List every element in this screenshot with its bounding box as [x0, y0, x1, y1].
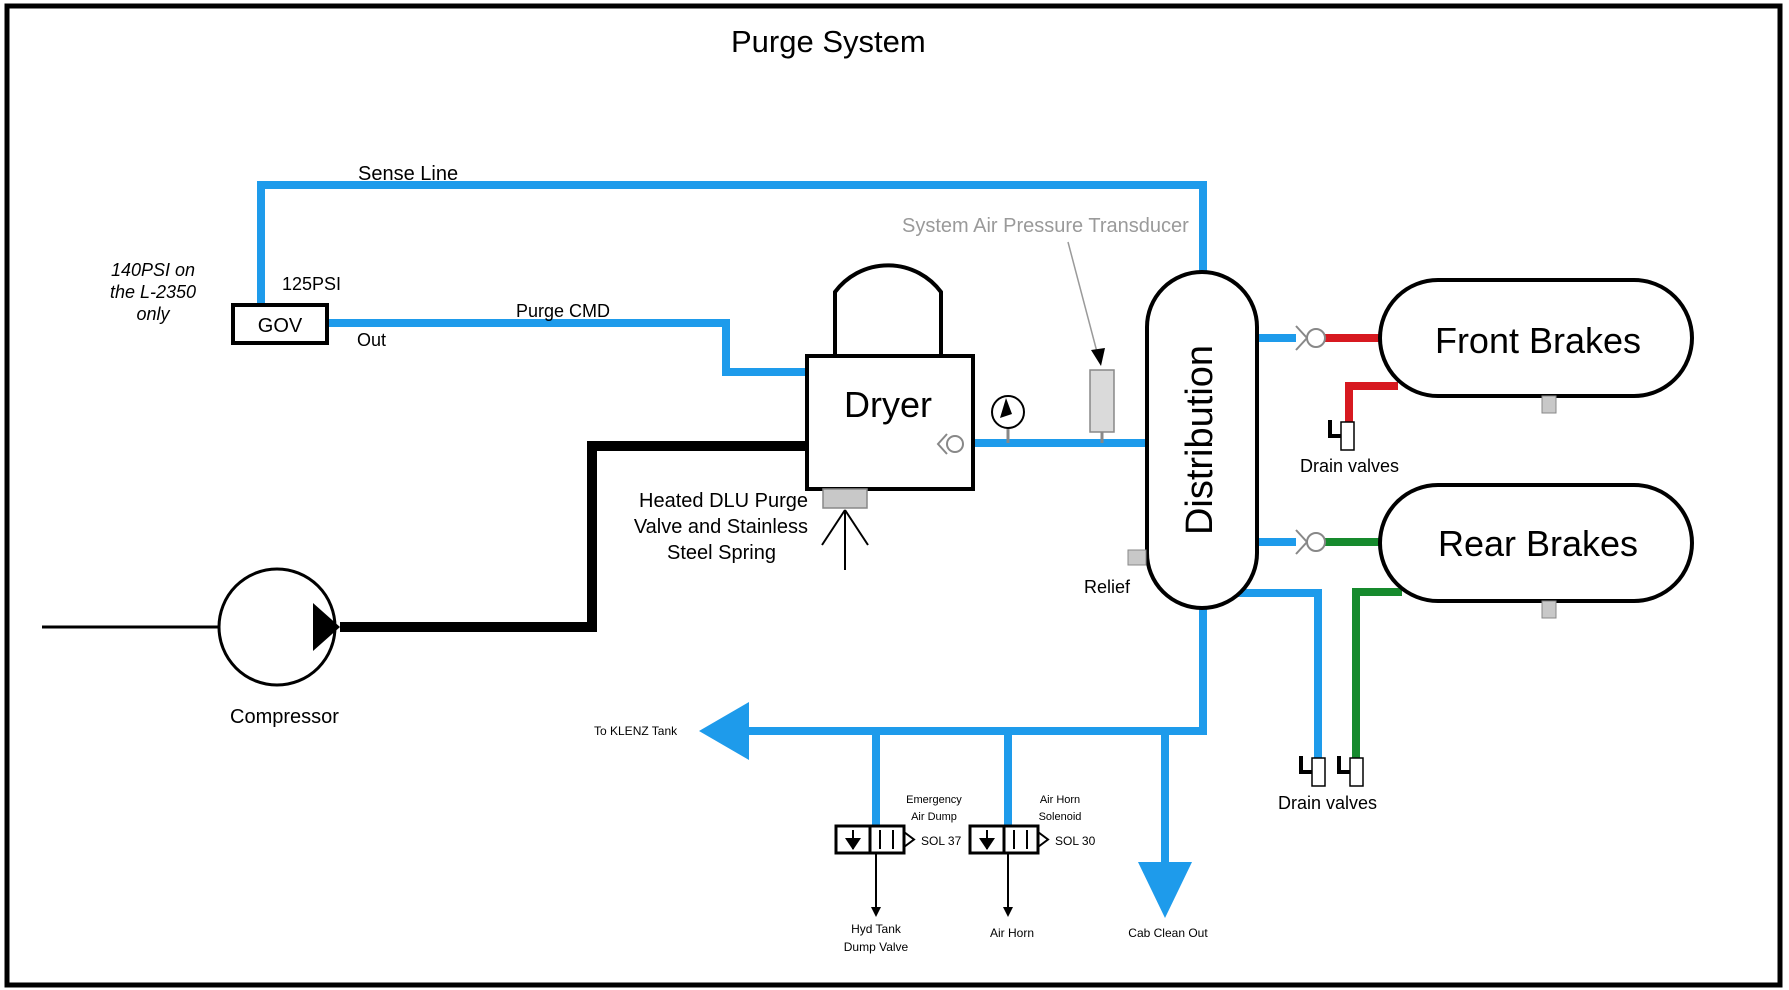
sense-line [257, 181, 1207, 305]
note-140psi-2: the L-2350 [110, 282, 196, 302]
sol30-valve [968, 824, 1050, 855]
dlu-purge-valve [822, 488, 868, 509]
relief-label: Relief [1084, 577, 1131, 597]
dryer-dome [833, 263, 943, 358]
heated-dlu-label-3: Steel Spring [667, 542, 776, 564]
note-140psi-3: only [136, 304, 170, 324]
drain-valves-label-2: Drain valves [1278, 793, 1377, 813]
distribution-drain-line [1235, 589, 1322, 758]
sense-line-label: Sense Line [358, 163, 458, 185]
front-drain-valve [1328, 420, 1355, 451]
front-tank-drain [1541, 395, 1557, 414]
hyd-tank-label-2: Dump Valve [844, 940, 909, 954]
pressure-transducer [1089, 369, 1115, 433]
to-klenz-arrow-icon [699, 702, 749, 760]
rear-brakes-tank [1378, 483, 1694, 603]
rear-check-valve [1295, 529, 1326, 555]
heated-dlu-label-2: Valve and Stainless [634, 516, 808, 538]
to-klenz-label: To KLENZ Tank [594, 724, 678, 738]
transducer-leader-line [1067, 241, 1098, 353]
cab-clean-out-arrow-icon [1138, 862, 1192, 918]
purge-cmd-line [327, 319, 807, 376]
diagram-frame [4, 3, 1783, 988]
pressure-gauge-icon [991, 395, 1025, 443]
emergency-air-dump-label-2: Air Dump [911, 811, 957, 823]
brake-lines [1325, 334, 1402, 758]
note-140psi-1: 140PSI on [111, 260, 195, 280]
front-check-valve [1295, 325, 1326, 351]
compressor-label: Compressor [230, 706, 339, 728]
compressor-arrow-icon [313, 603, 340, 651]
relief-valve [1127, 549, 1147, 566]
dryer-body [805, 354, 975, 491]
purge-cmd-label: Purge CMD [516, 301, 610, 321]
governor-label: GOV [258, 315, 303, 337]
stainless-spring-icon [821, 509, 869, 570]
rear-drain-valve [1337, 756, 1364, 787]
air-horn-label: Air Horn [990, 926, 1034, 940]
sol30-label: SOL 30 [1055, 834, 1096, 848]
hyd-tank-label-1: Hyd Tank [851, 922, 902, 936]
diagram-title: Purge System [731, 24, 926, 59]
emergency-air-dump-label-1: Emergency [906, 794, 962, 806]
distribution-manifold [1145, 270, 1259, 610]
transducer-label: System Air Pressure Transducer [902, 215, 1189, 237]
rear-drain-line [1352, 588, 1402, 758]
heated-dlu-label-1: Heated DLU Purge [639, 490, 808, 512]
cab-clean-out-label: Cab Clean Out [1128, 926, 1208, 940]
sol37-label: SOL 37 [921, 834, 962, 848]
front-brakes-label: Front Brakes [1435, 320, 1641, 361]
front-brakes-tank [1378, 278, 1694, 398]
rear-brakes-label: Rear Brakes [1438, 523, 1638, 564]
drain-valves-label-1: Drain valves [1300, 456, 1399, 476]
dryer-label: Dryer [844, 384, 932, 425]
air-horn-solenoid-label-1: Air Horn [1040, 794, 1080, 806]
distribution-label: Distribution [1179, 345, 1221, 535]
compressor-discharge-line [340, 441, 807, 632]
governor-box [231, 303, 329, 345]
sol37-valve [834, 824, 916, 855]
air-horn-solenoid-label-2: Solenoid [1039, 811, 1082, 823]
distribution-drain-valve [1299, 756, 1326, 787]
governor-psi-label: 125PSI [282, 274, 341, 294]
transducer-pointer-icon [1091, 348, 1105, 366]
dryer-check-valve [936, 433, 964, 455]
rear-tank-drain [1541, 600, 1557, 619]
front-drain-line [1345, 382, 1398, 422]
governor-out-label: Out [357, 330, 386, 350]
main-header-line [746, 608, 1207, 735]
air-lines [257, 181, 1322, 865]
